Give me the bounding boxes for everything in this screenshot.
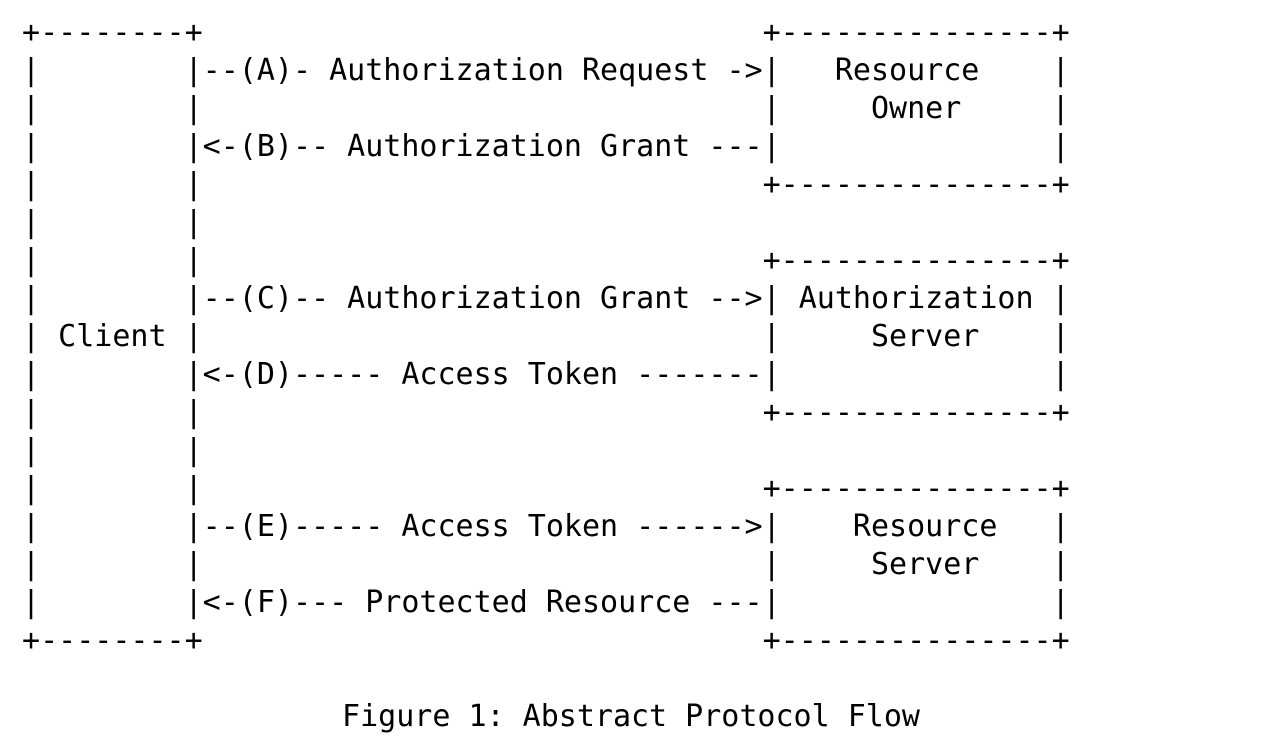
ascii-diagram: +--------+ +---------------+ | |--(A)- A… <box>22 15 1070 658</box>
figure-caption: Figure 1: Abstract Protocol Flow <box>342 699 920 734</box>
